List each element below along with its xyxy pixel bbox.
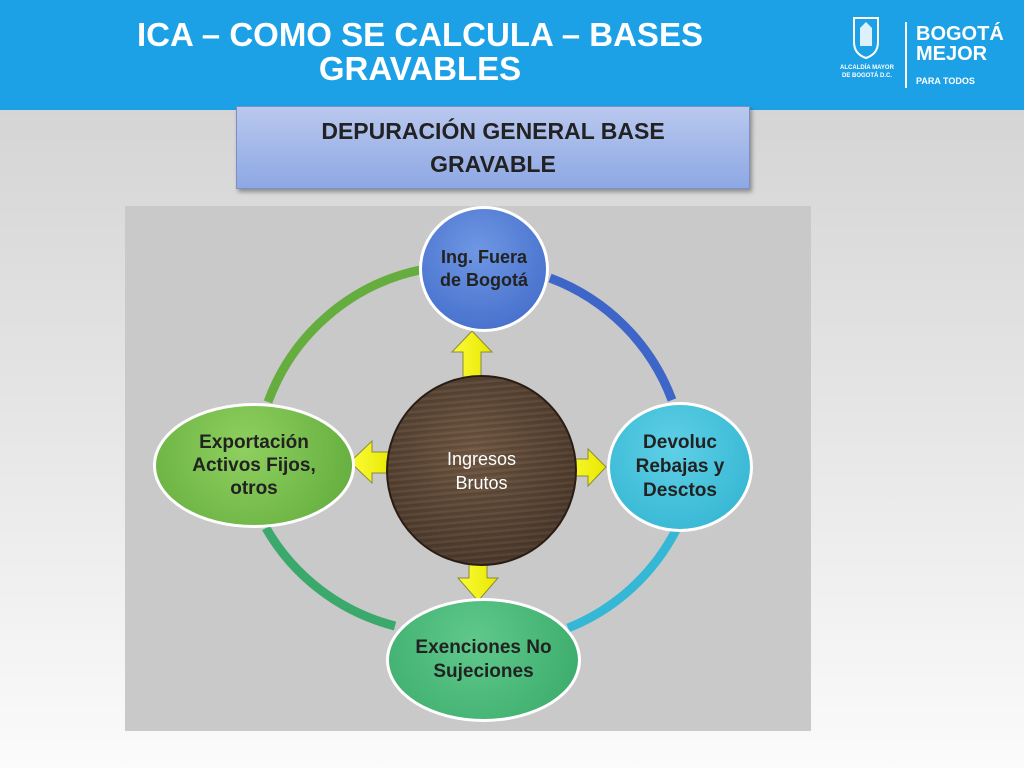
node-devoluciones: Devoluc Rebajas y Desctos <box>607 402 753 532</box>
node-left-label: Exportación Activos Fijos, otros <box>192 432 316 499</box>
bogota-logo-tagline: PARA TODOS <box>916 76 975 86</box>
alcaldia-logo-text: ALCALDÍA MAYOR DE BOGOTÁ D.C. <box>840 65 894 79</box>
header-bar: ICA – COMO SE CALCULA – BASES GRAVABLES … <box>0 0 1024 110</box>
ring-segment-right-bottom <box>566 527 680 633</box>
logo-divider <box>905 22 907 88</box>
node-center-label: Ingresos Brutos <box>446 448 517 493</box>
bogota-shield-icon <box>853 17 879 60</box>
bogota-logo-line2: MEJOR <box>916 43 988 65</box>
ring-segment-top-right <box>548 273 677 402</box>
node-exenciones: Exenciones No Sujeciones <box>386 598 581 722</box>
node-ing-fuera-bogota: Ing. Fuera de Bogotá <box>419 206 549 332</box>
logos: ALCALDÍA MAYOR DE BOGOTÁ D.C. BOGOTÁ MEJ… <box>838 16 1004 96</box>
node-top-label: Ing. Fuera de Bogotá <box>440 247 528 290</box>
ring-segment-left-top <box>263 265 421 404</box>
node-bottom-label: Exenciones No Sujeciones <box>415 637 552 682</box>
node-exportacion: Exportación Activos Fijos, otros <box>153 403 355 528</box>
subtitle-box: DEPURACIÓN GENERAL BASE GRAVABLE <box>236 106 750 189</box>
bogota-logo-line1: BOGOTÁ <box>916 23 1004 45</box>
bogota-logo-text: BOGOTÁ MEJOR <box>916 24 1004 64</box>
node-ingresos-brutos: Ingresos Brutos <box>386 375 577 566</box>
ring-segment-bottom-left <box>262 525 397 631</box>
subtitle: DEPURACIÓN GENERAL BASE GRAVABLE <box>321 117 665 177</box>
node-right-label: Devoluc Rebajas y Desctos <box>635 432 725 501</box>
page-title: ICA – COMO SE CALCULA – BASES GRAVABLES <box>137 16 703 87</box>
